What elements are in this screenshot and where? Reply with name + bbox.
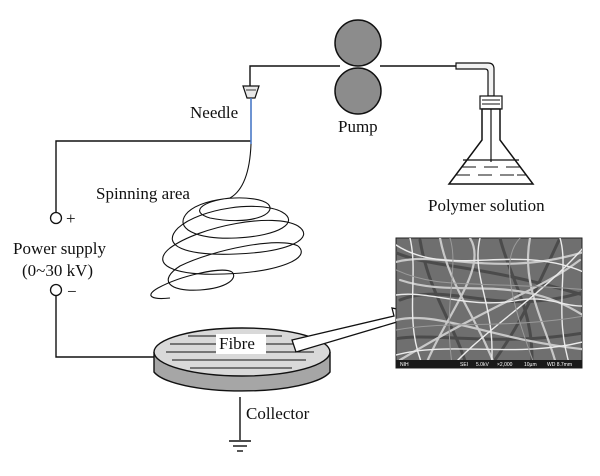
flask-tube-icon <box>455 62 495 97</box>
wiring <box>55 65 456 440</box>
negative-terminal-icon <box>49 283 63 297</box>
needle: Needle <box>190 85 260 144</box>
spinning-area-label: Spinning area <box>96 184 190 203</box>
wire-positive <box>55 140 251 212</box>
sem-caption-2: 5.0kV <box>476 362 489 368</box>
voltage-label: (0~30 kV) <box>22 261 93 280</box>
plus-sign: + <box>66 209 76 228</box>
spinning-jet: Spinning area <box>96 143 305 300</box>
sem-caption-4: 10µm <box>524 362 537 368</box>
sem-caption-3: ×2,000 <box>497 362 513 368</box>
pump: Pump <box>334 19 382 136</box>
wire-negative <box>55 296 160 358</box>
pump-label: Pump <box>338 117 378 136</box>
pump-roller-top-icon <box>334 19 382 67</box>
pump-roller-bottom-icon <box>334 67 382 115</box>
sem-image: NIH SEI 5.0kV ×2,000 10µm WD 8.7mm <box>395 237 583 369</box>
tube-needle-to-pump <box>249 65 340 92</box>
ground-icon <box>229 440 251 452</box>
flask-stopper-icon <box>479 95 503 110</box>
sem-caption-0: NIH <box>400 362 409 368</box>
positive-terminal-icon <box>49 211 63 225</box>
needle-hub-icon <box>242 85 260 99</box>
collector: Fibre Collector <box>153 327 331 423</box>
polymer-solution-label: Polymer solution <box>428 196 545 215</box>
needle-label: Needle <box>190 103 238 122</box>
power-supply-label: Power supply <box>13 239 107 258</box>
polymer-flask: Polymer solution <box>428 62 545 215</box>
minus-sign: − <box>67 282 77 301</box>
sem-info-bar <box>396 360 582 368</box>
collector-label: Collector <box>246 404 310 423</box>
sem-caption-5: WD 8.7mm <box>547 362 572 368</box>
sem-caption-1: SEI <box>460 362 468 368</box>
fibre-label: Fibre <box>219 334 255 353</box>
power-supply: + − Power supply (0~30 kV) <box>13 209 107 301</box>
